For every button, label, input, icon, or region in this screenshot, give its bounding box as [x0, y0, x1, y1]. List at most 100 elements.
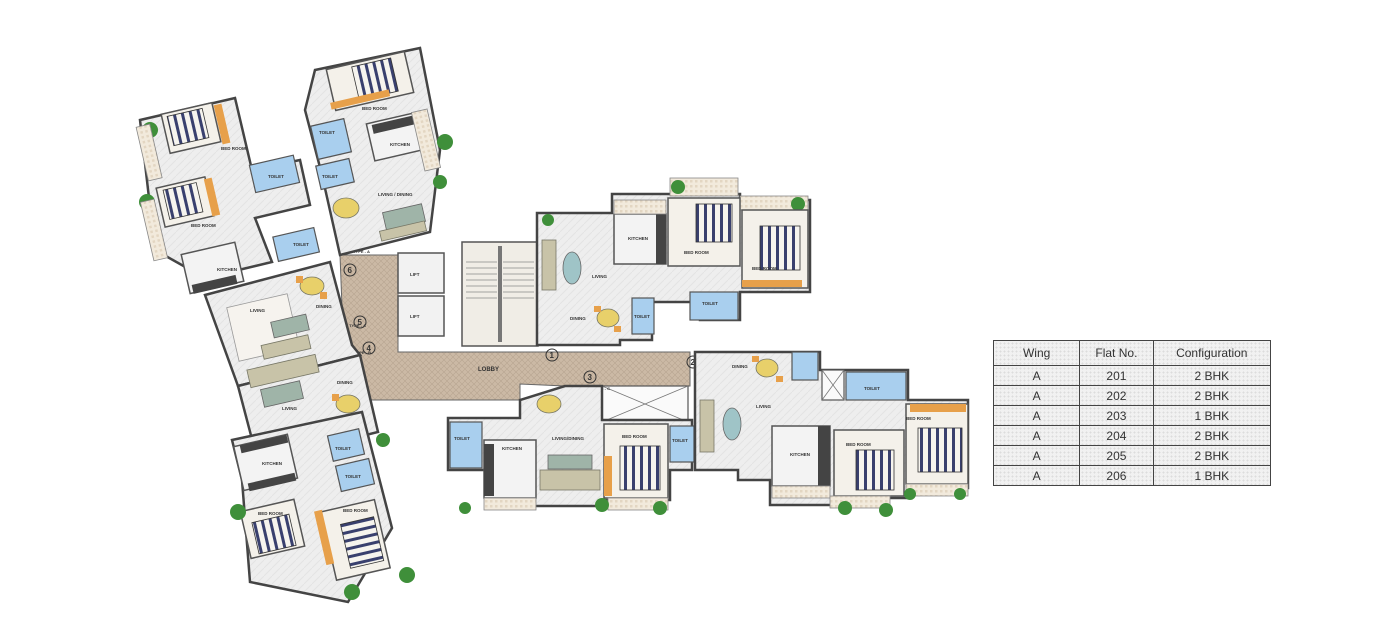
svg-text:KITCHEN: KITCHEN: [790, 452, 810, 457]
svg-text:DINING: DINING: [316, 304, 332, 309]
svg-text:LIVING: LIVING: [282, 406, 298, 411]
svg-text:TOILET: TOILET: [345, 474, 361, 479]
marker-6: 6: [343, 263, 357, 277]
toilet-arm-1: TOILET: [309, 117, 353, 161]
cell-configuration: 2 BHK: [1152, 445, 1272, 466]
toilet-left-3: TOILET: [326, 428, 366, 462]
svg-text:TOILET: TOILET: [864, 386, 880, 391]
living-dining-bottom: LIVING/DINING: [536, 394, 601, 491]
cell-wing: A: [992, 365, 1081, 386]
lift-top: [397, 252, 445, 294]
table-row: A 204 2 BHK: [992, 425, 1272, 446]
cell-flat-no: 206: [1079, 465, 1154, 486]
bottom-middle-block: TOILET KITCHEN LIVING/DINING BED ROOM TO…: [446, 384, 695, 515]
type-label-5: 2 BHK TYPE - A: [336, 323, 366, 328]
toilet-left-2: TOILET: [272, 226, 321, 263]
cell-wing: A: [992, 445, 1081, 466]
svg-text:BED ROOM: BED ROOM: [362, 106, 387, 111]
bedroom-top-right-2: BED ROOM: [741, 209, 809, 289]
header-wing: Wing: [992, 340, 1081, 366]
svg-text:KITCHEN: KITCHEN: [217, 267, 237, 272]
bedroom-top-arm: BED ROOM: [325, 50, 415, 112]
svg-text:LIVING / DINING: LIVING / DINING: [378, 192, 413, 197]
marker-4: 4: [362, 341, 376, 355]
lift-bottom: [397, 295, 445, 337]
kitchen-bottom-1: KITCHEN: [483, 439, 537, 511]
svg-text:TOILET: TOILET: [335, 446, 351, 451]
cell-configuration: 1 BHK: [1152, 465, 1272, 486]
svg-text:TOILET: TOILET: [634, 314, 650, 319]
svg-text:KITCHEN: KITCHEN: [502, 446, 522, 451]
toilet-bottom-2: TOILET: [669, 425, 695, 463]
marker-3: 3: [583, 370, 597, 384]
toilet-top-right-2: TOILET: [631, 297, 655, 335]
kitchen-left-2: KITCHEN: [232, 433, 299, 492]
bedroom-bottom-right: BED ROOM: [314, 498, 392, 582]
living-left-1: LIVING: [226, 293, 312, 362]
cell-wing: A: [992, 405, 1081, 426]
table-row: A 202 2 BHK: [992, 385, 1272, 406]
top-right-block: KITCHEN BED ROOM BED ROOM TOILET TOILET …: [535, 177, 812, 347]
svg-text:4: 4: [367, 344, 372, 353]
cell-flat-no: 204: [1079, 425, 1154, 446]
cell-configuration: 2 BHK: [1152, 365, 1272, 386]
toilet-bottom-1: TOILET: [449, 421, 483, 469]
svg-text:DINING: DINING: [732, 364, 748, 369]
svg-text:BED ROOM: BED ROOM: [622, 434, 647, 439]
table-row: A 203 1 BHK: [992, 405, 1272, 426]
svg-text:TOILET: TOILET: [319, 130, 335, 135]
header-configuration: Configuration: [1152, 340, 1272, 366]
toilet-left-4: TOILET: [334, 457, 376, 493]
svg-text:KITCHEN: KITCHEN: [390, 142, 410, 147]
bedroom-top-right-1: BED ROOM: [667, 197, 741, 267]
svg-text:BED ROOM: BED ROOM: [752, 266, 777, 271]
svg-text:KITCHEN: KITCHEN: [262, 461, 282, 466]
svg-text:TOILET: TOILET: [268, 174, 284, 179]
table-row: A 206 1 BHK: [992, 465, 1272, 486]
kitchen-left-1: KITCHEN: [180, 241, 245, 295]
marker-1: 1: [545, 348, 559, 362]
header-flat-no: Flat No.: [1079, 340, 1154, 366]
cell-wing: A: [992, 425, 1081, 446]
marker-5: 5: [353, 315, 367, 329]
svg-text:BED ROOM: BED ROOM: [343, 508, 368, 513]
left-wing: BED ROOM BED ROOM TOILET TOILET KITCHEN: [135, 46, 453, 604]
svg-text:BED ROOM: BED ROOM: [906, 416, 931, 421]
cell-wing: A: [992, 465, 1081, 486]
living-top-right: LIVING: [541, 239, 608, 291]
bedroom-right-2: BED ROOM: [905, 403, 969, 485]
svg-text:TOILET: TOILET: [702, 301, 718, 306]
svg-text:2: 2: [691, 358, 696, 367]
toilet-right: TOILET: [845, 371, 907, 401]
right-block: DINING LIVING TOILET KITCHEN BED ROOM: [693, 350, 970, 517]
svg-text:LIVING/DINING: LIVING/DINING: [552, 436, 585, 441]
living-right: LIVING: [699, 399, 772, 453]
svg-text:LIVING: LIVING: [756, 404, 772, 409]
svg-text:TOILET: TOILET: [322, 174, 338, 179]
lift-bottom-label: LIFT: [410, 314, 420, 319]
svg-text:TOILET: TOILET: [672, 438, 688, 443]
svg-text:BED ROOM: BED ROOM: [221, 146, 246, 151]
svg-text:DINING: DINING: [570, 316, 586, 321]
dining-top-right: DINING: [570, 306, 621, 332]
svg-text:BED ROOM: BED ROOM: [684, 250, 709, 255]
svg-text:1: 1: [550, 351, 555, 360]
svg-text:6: 6: [348, 266, 353, 275]
lobby-label: LOBBY: [478, 367, 499, 373]
living-dining-arm: LIVING / DINING: [332, 192, 428, 242]
svg-text:BED ROOM: BED ROOM: [191, 223, 216, 228]
svg-text:LIVING: LIVING: [250, 308, 266, 313]
bedroom-left-2: BED ROOM: [155, 175, 221, 229]
cell-configuration: 1 BHK: [1152, 405, 1272, 426]
cell-flat-no: 203: [1079, 405, 1154, 426]
svg-text:BED ROOM: BED ROOM: [846, 442, 871, 447]
bedroom-top-left: BED ROOM: [160, 101, 246, 155]
table-row: A 201 2 BHK: [992, 365, 1272, 386]
cell-flat-no: 201: [1079, 365, 1154, 386]
cell-flat-no: 205: [1079, 445, 1154, 466]
cell-configuration: 2 BHK: [1152, 425, 1272, 446]
toilet-top-right-1: TOILET: [689, 291, 739, 321]
cell-wing: A: [992, 385, 1081, 406]
cell-flat-no: 202: [1079, 385, 1154, 406]
